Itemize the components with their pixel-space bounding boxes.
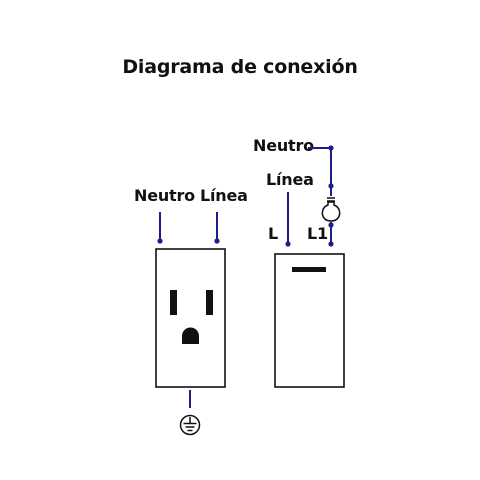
outlet-ground-hole [182,327,199,344]
switch-toggle-slot [292,267,326,272]
outlet-slot-left [170,290,177,315]
switch-line-label: Línea [266,170,314,189]
outlet-slot-right [206,290,213,315]
switch-neutral-wire [308,145,334,196]
light-bulb-icon [321,197,341,222]
outlet-line-wire [214,212,220,244]
switch-line-wire [285,192,291,247]
outlet-line-label: Línea [200,186,248,205]
switch-l1-wire [328,222,334,247]
switch-neutral-label: Neutro [253,136,314,155]
switch-terminal-l1-label: L1 [307,224,328,243]
light-switch [274,253,345,388]
outlet-neutral-wire [157,212,163,244]
ground-symbol-icon [179,414,201,436]
diagram-title: Diagrama de conexión [122,56,358,78]
outlet-receptacle [155,248,226,388]
switch-terminal-l-label: L [268,224,278,243]
outlet-neutral-label: Neutro [134,186,195,205]
